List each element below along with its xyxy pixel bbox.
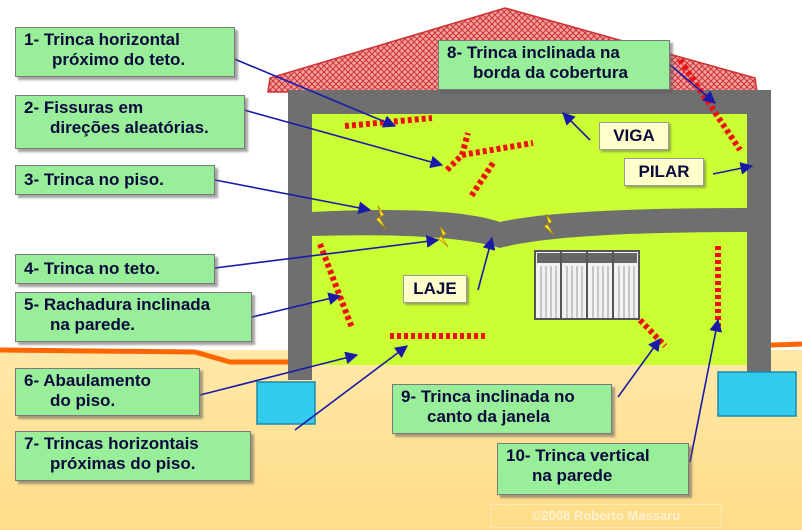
label-1: 1- Trinca horizontal próximo do teto. (15, 27, 235, 77)
arrow-4 (214, 235, 440, 269)
label-9: 9- Trinca inclinada no canto da janela (392, 384, 612, 434)
label-10-line1: 10- Trinca vertical (506, 446, 650, 465)
label-9-line2: canto da janela (427, 407, 550, 426)
label-8: 8- Trinca inclinada na borda da cobertur… (438, 40, 670, 90)
arrow-3 (214, 179, 372, 215)
crack-window-corner (637, 317, 668, 349)
vertical-copyright: ©2008 Roberto Massaru (771, 118, 786, 272)
arrow-9 (617, 337, 661, 398)
left-pillar (288, 90, 312, 380)
label-9-line1: 9- Trinca inclinada no (401, 387, 575, 406)
label-3: 3- Trinca no piso. (15, 165, 215, 195)
arrow-6 (199, 351, 359, 396)
arrow-7 (294, 345, 409, 431)
label-7-line2: próximas do piso. (50, 454, 196, 473)
label-1-line2: próximo do teto. (52, 50, 186, 69)
right-foundation (717, 371, 797, 417)
label-4-line1: 4- Trinca no teto. (24, 259, 161, 278)
label-7-line1: 7- Trincas horizontais (24, 434, 199, 453)
tag-pilar: PILAR (624, 158, 704, 186)
arrow-laje (477, 236, 496, 291)
window (534, 250, 640, 320)
label-7: 7- Trincas horizontais próximas do piso. (15, 431, 251, 481)
crack-inclined-wall (317, 242, 355, 330)
label-2-line1: 2- Fissuras em (24, 98, 144, 117)
bottom-copyright: ©2008 Roberto Massaru (490, 504, 722, 528)
label-3-line1: 3- Trinca no piso. (24, 170, 164, 189)
label-2-line2: direções aleatórias. (50, 118, 209, 137)
left-foundation (256, 381, 316, 425)
tag-viga: VIGA (599, 122, 669, 150)
tag-laje: LAJE (403, 275, 467, 303)
arrow-2 (243, 109, 444, 169)
arrow-pilar (712, 162, 754, 175)
crack-random-branch-a (461, 140, 534, 158)
label-10: 10- Trinca vertical na parede (497, 443, 689, 495)
label-8-line2: borda da cobertura (473, 63, 628, 82)
arrow-1 (231, 57, 397, 128)
label-5-line1: 5- Rachadura inclinada (24, 295, 211, 314)
crack-floor-slab (375, 205, 387, 230)
label-6-line1: 6- Abaulamento (24, 371, 151, 390)
label-5: 5- Rachadura inclinada na parede. (15, 292, 252, 342)
arrow-10 (689, 318, 723, 463)
label-8-line1: 8- Trinca inclinada na (447, 43, 620, 62)
slab (310, 208, 748, 248)
label-6: 6- Abaulamento do piso. (15, 368, 200, 416)
label-1-line1: 1- Trinca horizontal (24, 30, 180, 49)
label-10-line2: na parede (532, 466, 613, 485)
label-2: 2- Fissuras em direções aleatórias. (15, 95, 245, 149)
arrow-5 (251, 292, 342, 318)
label-5-line2: na parede. (50, 315, 136, 334)
label-4: 4- Trinca no teto. (15, 254, 215, 284)
label-6-line2: do piso. (50, 391, 116, 410)
crack-ceiling-slab (437, 225, 449, 248)
crack-slab-extra (543, 213, 555, 236)
arrow-viga (562, 112, 591, 141)
top-beam (288, 90, 770, 114)
right-pillar (747, 90, 771, 380)
